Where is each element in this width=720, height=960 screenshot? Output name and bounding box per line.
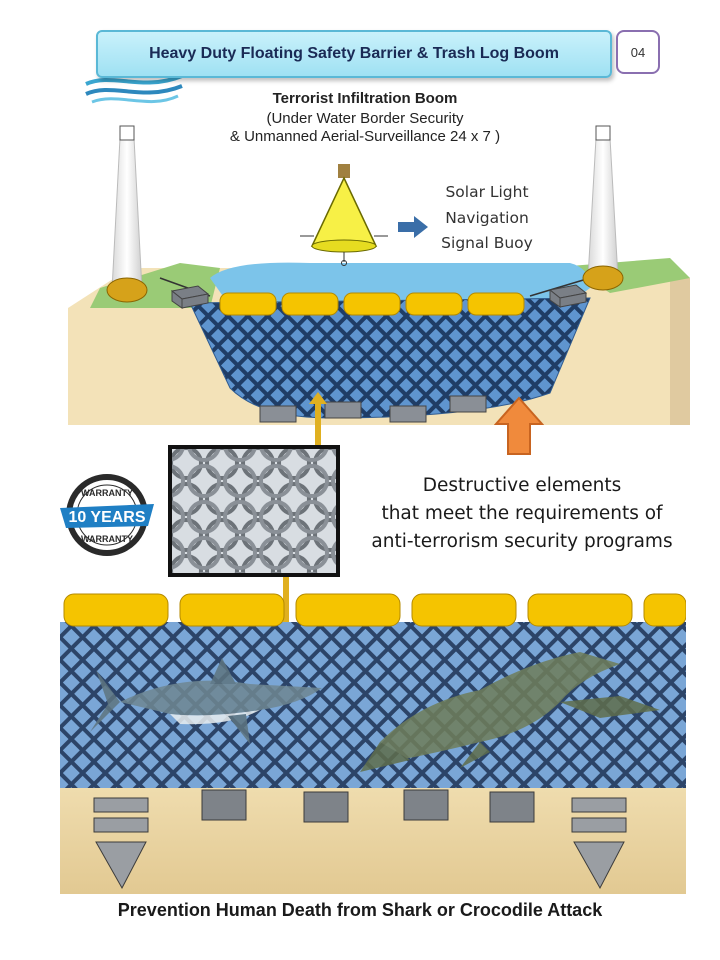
anchor-block-left: [170, 285, 210, 309]
anchor-weights-bottom: [201, 789, 535, 823]
destructive-elements-text: Destructive elements that meet the requi…: [352, 472, 692, 556]
crocodile-illustration: [360, 652, 660, 772]
warranty-badge: WARRANTY 10 YEARS WARRANTY: [60, 474, 154, 556]
warranty-top-text: WARRANTY: [81, 488, 133, 498]
boom-subtitle: (Under Water Border Security & Unmanned …: [150, 110, 580, 146]
wave-logo: [85, 74, 183, 104]
surveillance-tower-left: [106, 125, 148, 303]
surveillance-tower-right: [582, 125, 624, 291]
header-banner: Heavy Duty Floating Safety Barrier & Tra…: [96, 30, 612, 78]
underwater-net-illustration: [60, 593, 686, 894]
buoy-label-line2: Navigation: [445, 208, 529, 227]
boom-subtitle-line1: (Under Water Border Security: [266, 110, 464, 127]
boom-subtitle-line2: & Unmanned Aerial-Surveillance 24 x 7 ): [229, 128, 501, 145]
up-arrow-icon: [494, 396, 544, 455]
float-booms-top: [219, 292, 525, 316]
shark-illustration: [90, 658, 322, 744]
ring-mesh-closeup: [168, 445, 340, 577]
header-title: Heavy Duty Floating Safety Barrier & Tra…: [149, 45, 559, 62]
destructive-line1: Destructive elements: [422, 475, 622, 496]
page-number-badge: 04: [616, 30, 660, 74]
float-booms-bottom: [63, 593, 686, 627]
boom-title: Terrorist Infiltration Boom: [272, 90, 458, 107]
buoy-label: Solar Light Navigation Signal Buoy: [424, 180, 550, 257]
boom-channel-diagram: [68, 125, 690, 425]
destructive-line3: anti-terrorism security programs: [371, 531, 673, 552]
concrete-anchor-left: [93, 797, 149, 890]
buoy-label-line3: Signal Buoy: [441, 234, 533, 252]
anchor-block-right: [548, 284, 588, 308]
destructive-line2: that meet the requirements of: [381, 503, 663, 524]
connector-arrow-top: [309, 392, 327, 458]
warranty-main-text: 10 YEARS: [68, 509, 145, 526]
connector-arrow-bottom: [277, 572, 295, 652]
seabed-sand: [60, 772, 686, 894]
seabed-weights: [259, 395, 487, 423]
signal-buoy-icon: [300, 164, 388, 266]
concrete-anchor-right: [571, 797, 627, 890]
arrow-right-icon: [398, 216, 428, 238]
bottom-caption: Prevention Human Death from Shark or Cro…: [117, 900, 603, 920]
warranty-bottom-text: WARRANTY: [81, 534, 133, 544]
buoy-label-line1: Solar Light: [445, 183, 529, 201]
